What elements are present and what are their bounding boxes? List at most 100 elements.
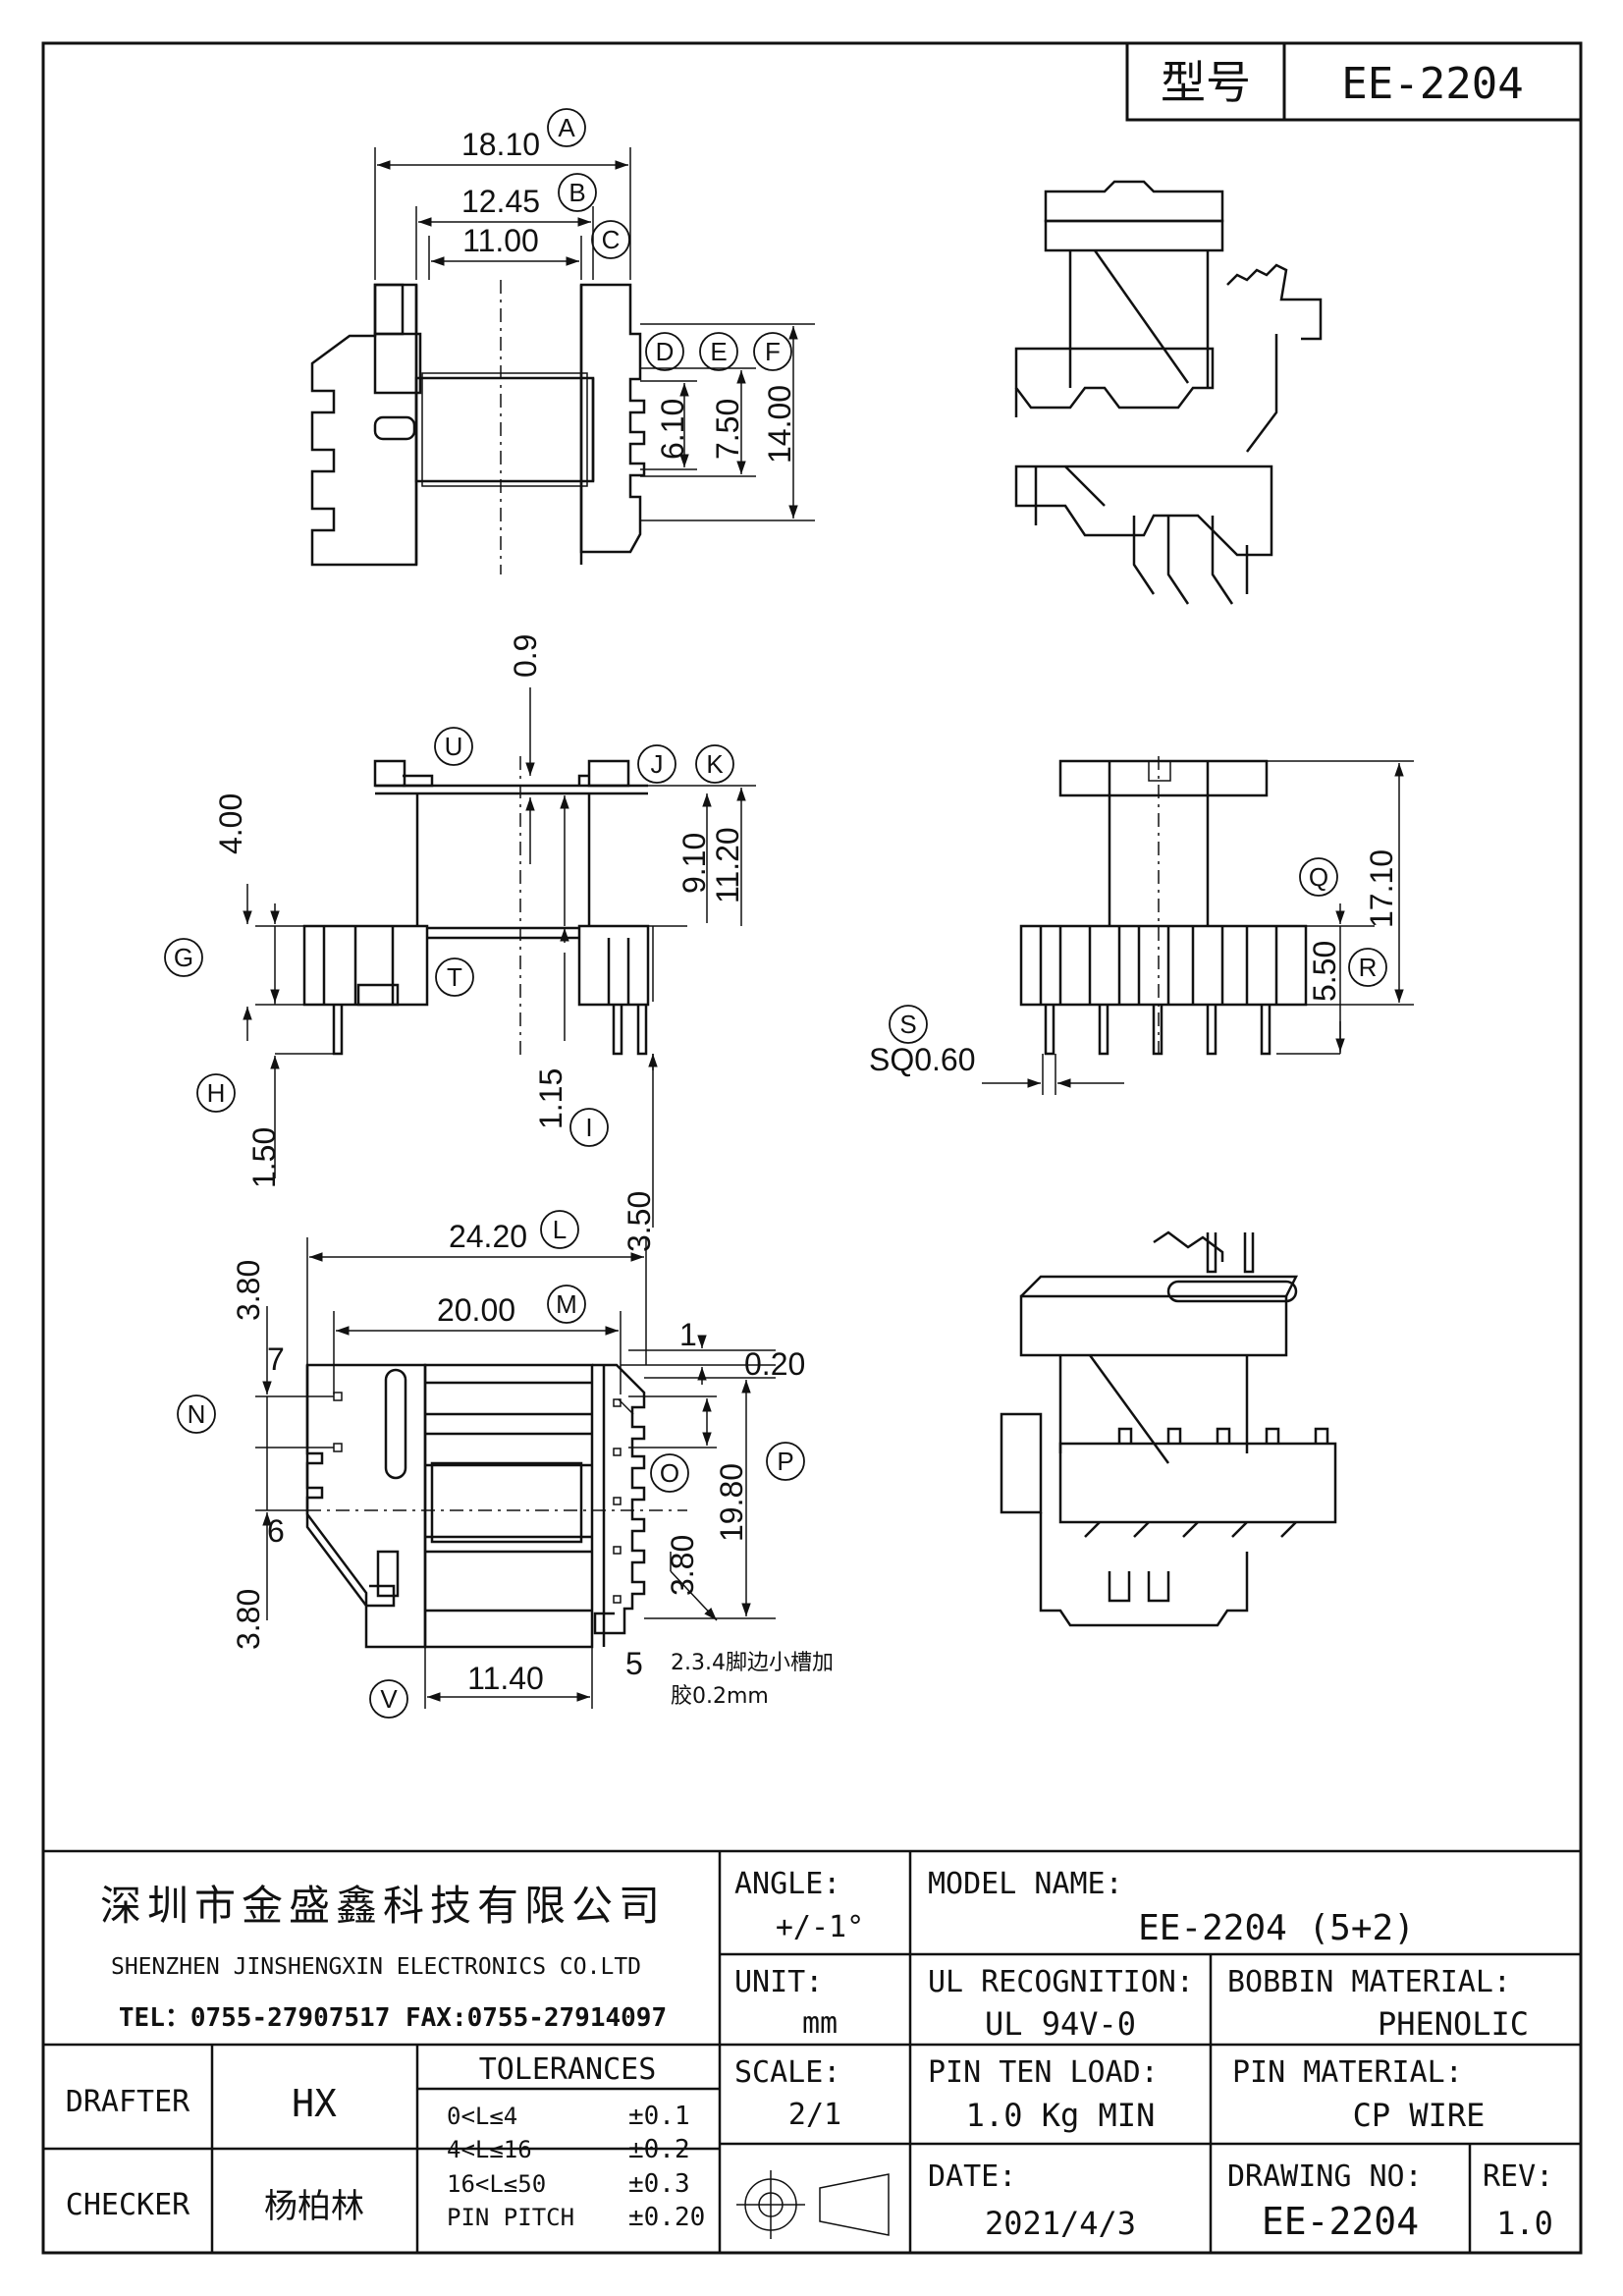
- marker-circle-a: [547, 108, 586, 147]
- marker-circle-o: [650, 1453, 689, 1493]
- pin-6: 6: [267, 1513, 285, 1549]
- marker-letter-f: F: [765, 337, 781, 366]
- dim-3-80-right: 3.80: [665, 1535, 700, 1596]
- angle-label: ANGLE:: [734, 1867, 840, 1901]
- angle-value: +/-1°: [776, 1910, 864, 1944]
- tolerance-value: ±0.3: [628, 2169, 690, 2199]
- dim-1: 1: [679, 1317, 697, 1352]
- tolerances-label: TOLERANCES: [479, 2052, 657, 2087]
- model-label: 型号: [1161, 56, 1251, 109]
- model-name-label: MODEL NAME:: [928, 1867, 1123, 1901]
- bobbin-label: BOBBIN MATERIAL:: [1227, 1965, 1511, 1999]
- marker-circle-h: [196, 1073, 236, 1113]
- tolerance-range: PIN PITCH: [447, 2204, 574, 2231]
- date-label: DATE:: [928, 2159, 1016, 2194]
- marker-letter-k: K: [706, 749, 724, 779]
- tolerance-range: 0<L≤4: [447, 2103, 517, 2130]
- dim-3-80-top: 3.80: [231, 1260, 266, 1321]
- company-contact: TEL：0755-27907517 FAX:0755-27914097: [119, 2003, 667, 2033]
- marker-letter-l: L: [553, 1215, 567, 1244]
- company-cn: 深圳市金盛鑫科技有限公司: [100, 1882, 666, 1930]
- pin-material-label: PIN MATERIAL:: [1232, 2055, 1463, 2090]
- dim-a: 18.10: [461, 127, 540, 162]
- marker-circle-i: [569, 1108, 609, 1147]
- marker-letter-m: M: [556, 1289, 577, 1319]
- bottom-view-dimensions: [255, 1237, 776, 1709]
- dim-0-20: 0.20: [744, 1346, 805, 1382]
- tolerance-value: ±0.20: [628, 2203, 705, 2232]
- drafter-label: DRAFTER: [66, 2085, 190, 2119]
- marker-letter-u: U: [445, 732, 463, 761]
- unit-value: mm: [802, 2006, 838, 2041]
- dim-5-50: 5.50: [1307, 941, 1342, 1002]
- marker-circle-s: [889, 1005, 928, 1044]
- iso-view-bottom: [1000, 1230, 1337, 1627]
- bottom-view: [305, 1363, 687, 1649]
- marker-letter-p: P: [777, 1447, 793, 1476]
- marker-circle-c: [591, 220, 630, 259]
- marker-circle-f: [753, 332, 792, 371]
- tolerance-value: ±0.2: [628, 2135, 690, 2164]
- pin-load-label: PIN TEN LOAD:: [928, 2055, 1159, 2090]
- marker-circle-g: [164, 938, 203, 977]
- bobbin-value: PHENOLIC: [1378, 2005, 1529, 2043]
- marker-circle-n: [177, 1394, 216, 1434]
- marker-circle-l: [540, 1210, 579, 1249]
- note-line-1: 2.3.4脚边小槽加: [671, 1651, 834, 1675]
- side-view-dimensions: [982, 760, 1414, 1095]
- dim-9-10: 9.10: [676, 833, 712, 894]
- dim-3-80-bottom: 3.80: [231, 1589, 266, 1650]
- marker-letter-c: C: [602, 225, 621, 254]
- dim-v: 11.40: [467, 1661, 544, 1696]
- marker-letter-g: G: [174, 943, 193, 972]
- dim-e: 7.50: [710, 399, 745, 460]
- marker-letter-r: R: [1359, 953, 1378, 982]
- pin-5: 5: [625, 1646, 643, 1681]
- pin-7: 7: [267, 1341, 285, 1377]
- rev-label: REV:: [1483, 2159, 1553, 2194]
- marker-letter-e: E: [710, 337, 727, 366]
- dim-p: 19.80: [714, 1463, 749, 1542]
- marker-circle-m: [547, 1285, 586, 1324]
- dim-3-50: 3.50: [622, 1191, 657, 1252]
- marker-letter-o: O: [660, 1458, 679, 1488]
- marker-circle-r: [1348, 948, 1387, 987]
- side-view: [1019, 756, 1308, 1061]
- front-view: [302, 756, 650, 1061]
- dim-sq: SQ0.60: [869, 1042, 976, 1077]
- dim-0-9: 0.9: [508, 634, 543, 678]
- marker-circle-b: [558, 173, 597, 212]
- dim-b: 12.45: [461, 184, 540, 219]
- marker-letter-b: B: [568, 178, 585, 207]
- marker-circle-v: [369, 1679, 408, 1719]
- ul-value: UL 94V-0: [985, 2005, 1136, 2043]
- marker-circle-t: [435, 957, 474, 997]
- dim-4-00: 4.00: [213, 793, 248, 854]
- dim-1-50: 1.50: [246, 1127, 282, 1188]
- drawing-border: [41, 41, 1583, 2255]
- dim-17-10: 17.10: [1364, 849, 1399, 928]
- tolerance-rows: 0<L≤4 ±0.1 4<L≤16 ±0.2 16<L≤50 ±0.3 PIN …: [447, 2102, 705, 2232]
- marker-circle-u: [434, 727, 473, 766]
- header-box: 型号 EE-2204: [1125, 41, 1583, 122]
- marker-circle-e: [699, 332, 738, 371]
- company-en: SHENZHEN JINSHENGXIN ELECTRONICS CO.LTD: [111, 1954, 641, 1980]
- dim-l: 24.20: [449, 1219, 527, 1254]
- marker-letter-s: S: [899, 1010, 916, 1039]
- checker-label: CHECKER: [66, 2188, 190, 2222]
- drawing-no-value: EE-2204: [1262, 2200, 1419, 2243]
- marker-letter-v: V: [380, 1684, 398, 1714]
- ul-label: UL RECOGNITION:: [928, 1965, 1194, 1999]
- marker-letter-t: T: [447, 962, 462, 992]
- dim-d: 6.10: [655, 399, 690, 460]
- dim-1-15: 1.15: [533, 1068, 568, 1129]
- front-view-dimensions: [243, 687, 756, 1228]
- marker-circle-q: [1299, 857, 1338, 897]
- scale-value: 2/1: [788, 2098, 841, 2132]
- dim-f: 14.00: [762, 385, 797, 464]
- drafter-value: HX: [292, 2082, 337, 2125]
- projection-symbol: [736, 2170, 890, 2239]
- pin-load-value: 1.0 Kg MIN: [966, 2097, 1156, 2134]
- drawing-no-label: DRAWING NO:: [1227, 2159, 1423, 2194]
